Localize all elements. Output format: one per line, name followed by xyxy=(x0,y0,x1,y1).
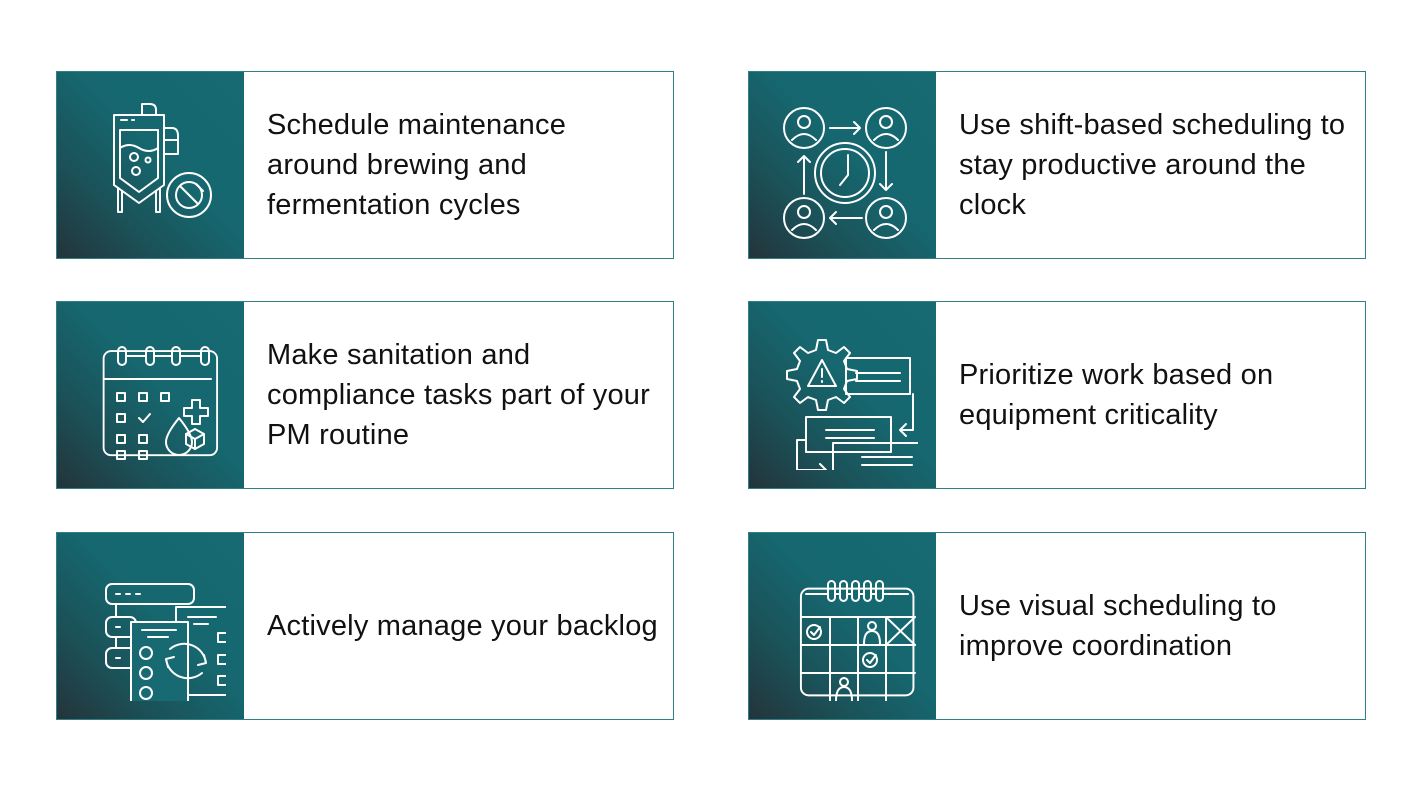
text-panel: Use visual scheduling to improve coordin… xyxy=(936,533,1365,719)
card-equipment-criticality: Prioritize work based on equipment criti… xyxy=(748,301,1366,489)
visual-schedule-calendar-icon xyxy=(799,580,916,701)
text-panel: Make sanitation and compliance tasks par… xyxy=(244,302,673,488)
icon-panel xyxy=(749,533,936,719)
text-panel: Actively manage your backlog xyxy=(244,533,673,719)
card-brewing-maintenance: Schedule maintenance around brewing and … xyxy=(56,71,674,259)
fermentation-tank-maintenance-icon xyxy=(112,103,212,218)
card-text: Make sanitation and compliance tasks par… xyxy=(267,339,650,451)
text-panel: Use shift-based scheduling to stay produ… xyxy=(936,72,1365,258)
card-visual-scheduling: Use visual scheduling to improve coordin… xyxy=(748,532,1366,720)
card-sanitation-compliance: Make sanitation and compliance tasks par… xyxy=(56,301,674,489)
equipment-criticality-gear-icon xyxy=(785,339,918,470)
icon-panel xyxy=(749,72,936,258)
icon-panel xyxy=(57,302,244,488)
card-shift-scheduling: Use shift-based scheduling to stay produ… xyxy=(748,71,1366,259)
text-panel: Prioritize work based on equipment criti… xyxy=(936,302,1365,488)
card-backlog: Actively manage your backlog xyxy=(56,532,674,720)
card-text: Actively manage your backlog xyxy=(267,610,658,642)
icon-panel xyxy=(749,302,936,488)
icon-panel xyxy=(57,72,244,258)
text-panel: Schedule maintenance around brewing and … xyxy=(244,72,673,258)
card-text: Schedule maintenance around brewing and … xyxy=(267,109,567,221)
shift-rotation-clock-icon xyxy=(782,107,907,239)
icon-panel xyxy=(57,533,244,719)
backlog-documents-icon xyxy=(104,583,226,701)
card-text: Prioritize work based on equipment criti… xyxy=(959,359,1274,431)
card-text: Use visual scheduling to improve coordin… xyxy=(959,590,1277,662)
sanitation-calendar-icon xyxy=(102,346,218,460)
card-text: Use shift-based scheduling to stay produ… xyxy=(959,109,1346,221)
